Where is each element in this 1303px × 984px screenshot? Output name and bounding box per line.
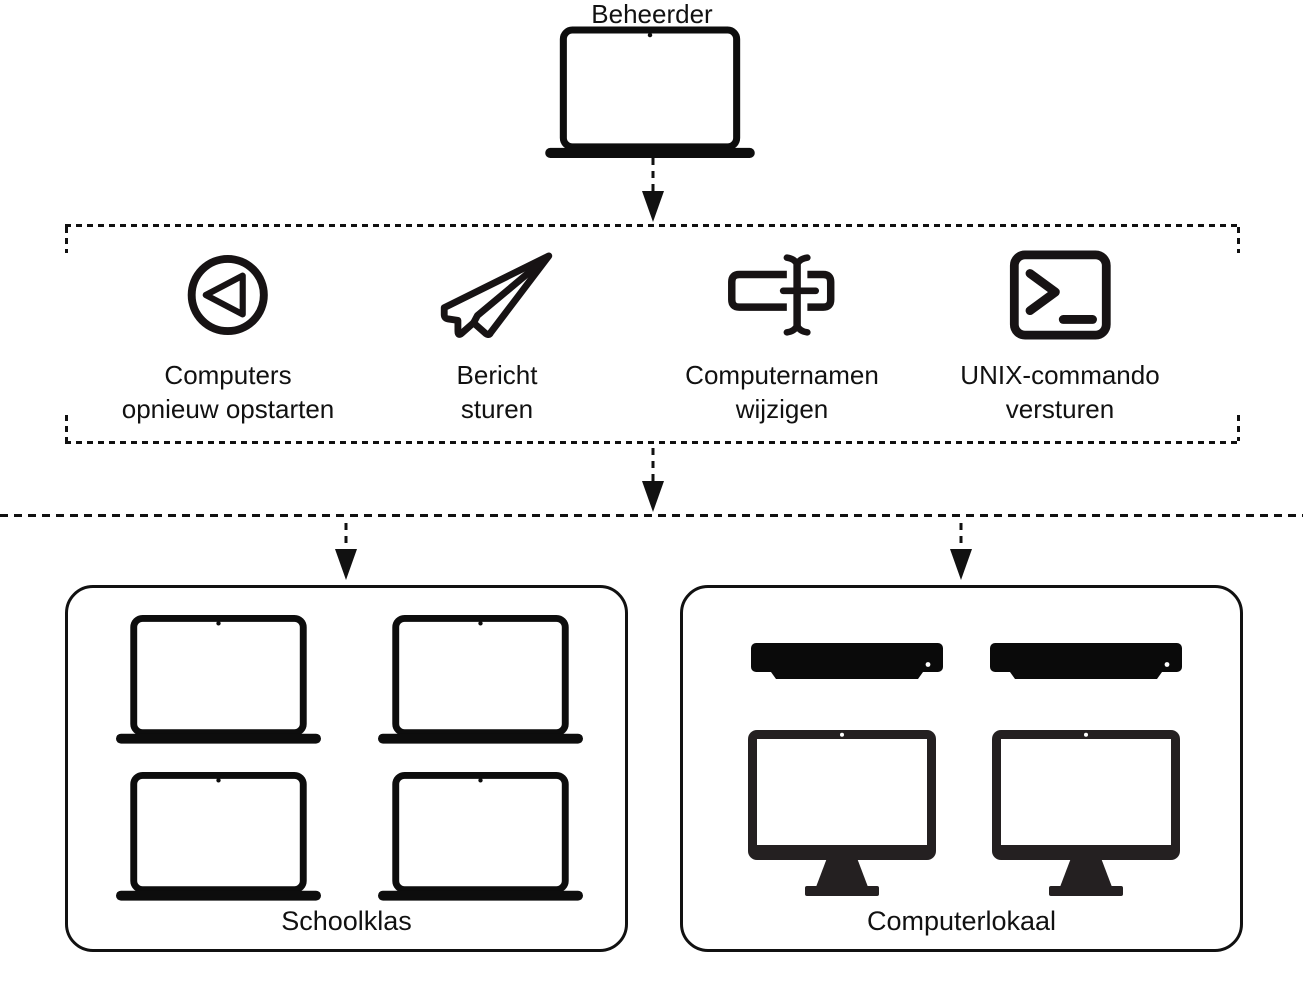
arrow-to-schoolklas [335,523,357,580]
arrow-to-computerlokaal [950,523,972,580]
group-schoolklas: Schoolklas [65,585,628,952]
commands-box-corner-stub [1237,415,1240,441]
admin-label: Beheerder [591,0,713,29]
commands-box-top-border [65,224,1240,227]
command-unix: UNIX-commando versturen [960,248,1160,426]
command-rename-label: Computernamen wijzigen [685,360,879,424]
mac-mini-icon [990,643,1182,679]
command-unix-label: UNIX-commando versturen [960,360,1160,424]
group-computerlokaal: Computerlokaal [680,585,1243,952]
command-restart-label: Computers opnieuw opstarten [121,360,335,424]
group-computerlokaal-label: Computerlokaal [866,906,1057,936]
mac-mini-icon [751,643,943,679]
commands-box-corner-stub [1237,227,1240,253]
network-dashed-line [0,514,1303,517]
commands-box-corner-stub [65,227,68,253]
commands-box-bottom-border [65,441,1240,444]
arrow-commands-to-network [642,448,664,514]
arrow-admin-to-commands [642,158,664,222]
command-restart: Computers opnieuw opstarten [122,248,334,426]
commands-group-box: Computers opnieuw opstarten Bericht stur… [65,224,1240,444]
laptop-icon [378,771,583,901]
group-schoolklas-label: Schoolklas [281,906,412,936]
desktop-imac-icon [992,730,1180,896]
restart-icon [187,254,269,336]
command-send-message: Bericht sturen [440,248,554,426]
command-send-message-label: Bericht sturen [456,360,538,424]
desktop-imac-icon [748,730,936,896]
terminal-icon [1009,250,1111,340]
paperplane-icon [440,252,553,338]
laptop-icon [116,614,321,744]
laptop-icon [378,614,583,744]
admin-laptop-icon [545,26,755,158]
rename-icon [727,254,835,336]
commands-box-corner-stub [65,415,68,441]
command-rename: Computernamen wijzigen [685,248,879,426]
laptop-icon [116,771,321,901]
